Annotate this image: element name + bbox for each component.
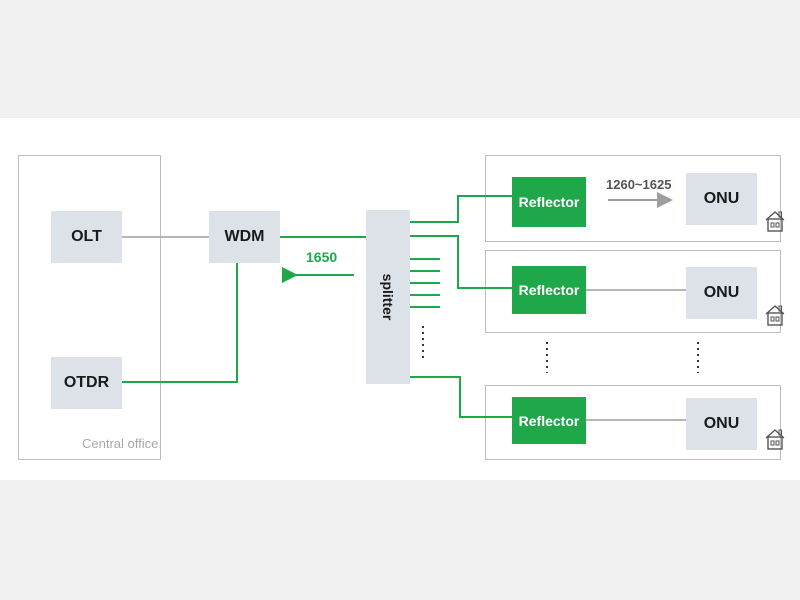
upstream-wavelength-label: 1260~1625 [606,177,672,192]
otdr-wdm-link [122,263,238,383]
reflector-box-2: Reflector [512,266,586,314]
central-office-frame [18,155,161,460]
splitter-output-2 [410,235,512,289]
branch-frame-1 [485,155,781,242]
house-icon [765,211,785,232]
central-office-label: Central office [82,436,159,451]
splitter-output-n [410,376,512,418]
wdm-box: WDM [209,211,280,263]
downstream-wavelength-label: 1650 [306,249,338,265]
onu-box-1: ONU [686,173,757,225]
onu-box-3: ONU [686,398,757,450]
house-icon [765,429,785,450]
house-icon [765,305,785,326]
branch-frame-3 [485,385,781,460]
splitter-output-1 [410,195,512,223]
otdr-box: OTDR [51,357,122,409]
reflector-box-1: Reflector [512,177,586,227]
olt-box: OLT [51,211,122,263]
splitter-box: splitter [366,210,410,384]
onu-box-2: ONU [686,267,757,319]
reflector-box-3: Reflector [512,397,586,444]
splitter-label: splitter [380,273,396,321]
branch-frame-2 [485,250,781,333]
